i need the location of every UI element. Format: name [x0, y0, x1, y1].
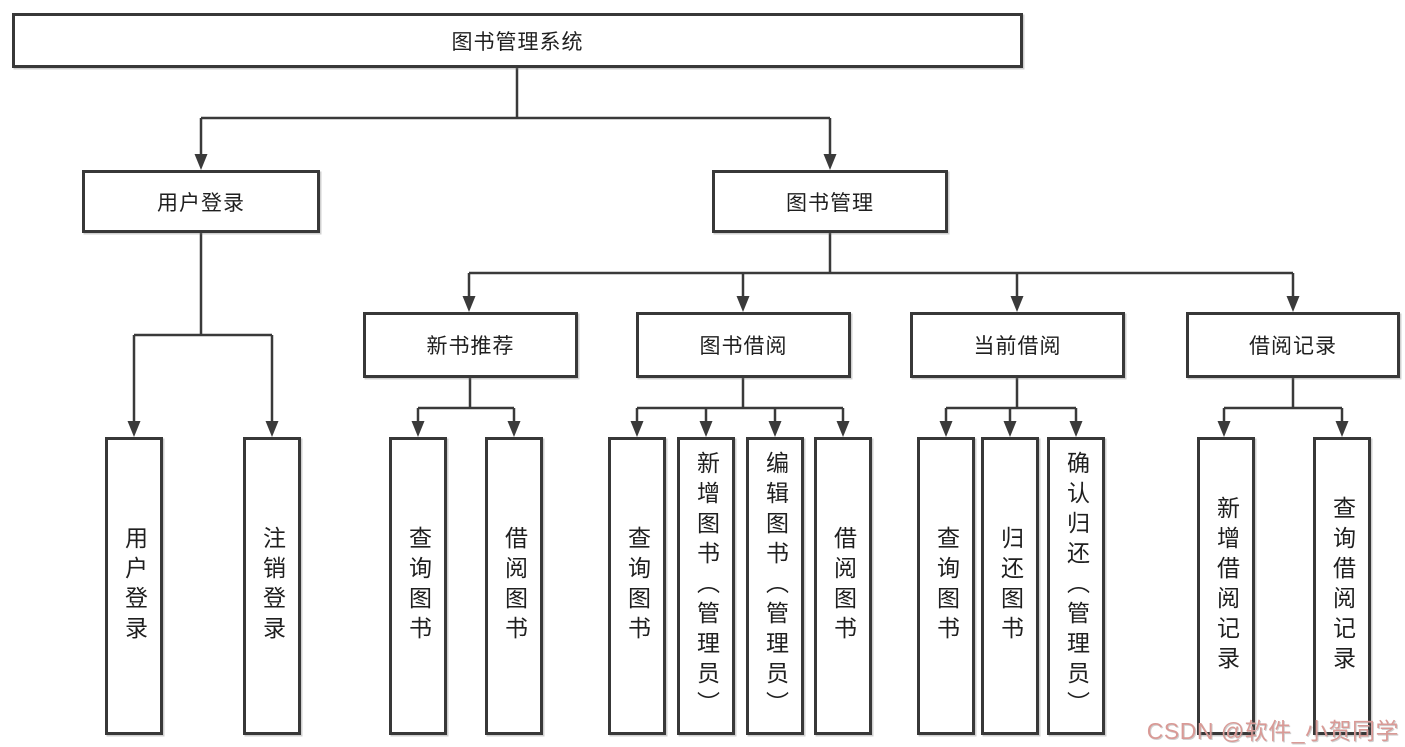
leaf-node-return-book: 归还图书 [981, 437, 1039, 735]
leaf-node-borrow-book: 借阅图书 [485, 437, 543, 735]
leaf-node-edit-book-admin: 编辑图书（管理员） [746, 437, 804, 735]
node-borrow-records: 借阅记录 [1186, 312, 1400, 378]
leaf-node-add-borrow-record: 新增借阅记录 [1197, 437, 1255, 735]
leaf-node-borrow-book: 借阅图书 [814, 437, 872, 735]
node-current-borrow: 当前借阅 [910, 312, 1125, 378]
node-book-management: 图书管理 [712, 170, 948, 233]
leaf-node-logout: 注销登录 [243, 437, 301, 735]
connector-arrows [127, 154, 1349, 437]
node-user-login: 用户登录 [82, 170, 320, 233]
leaf-node-add-book-admin: 新增图书（管理员） [677, 437, 735, 735]
watermark: CSDN @软件_小贺同学 [1146, 718, 1399, 744]
leaf-node-query-book: 查询图书 [917, 437, 975, 735]
node-new-book-recommend: 新书推荐 [363, 312, 578, 378]
node-book-borrow: 图书借阅 [636, 312, 851, 378]
leaf-node-query-borrow-record: 查询借阅记录 [1313, 437, 1371, 735]
leaf-node-query-book: 查询图书 [389, 437, 447, 735]
leaf-node-user-login: 用户登录 [105, 437, 163, 735]
node-root-library-system: 图书管理系统 [12, 13, 1023, 68]
leaf-node-query-book: 查询图书 [608, 437, 666, 735]
leaf-node-confirm-return-admin: 确认归还（管理员） [1047, 437, 1105, 735]
